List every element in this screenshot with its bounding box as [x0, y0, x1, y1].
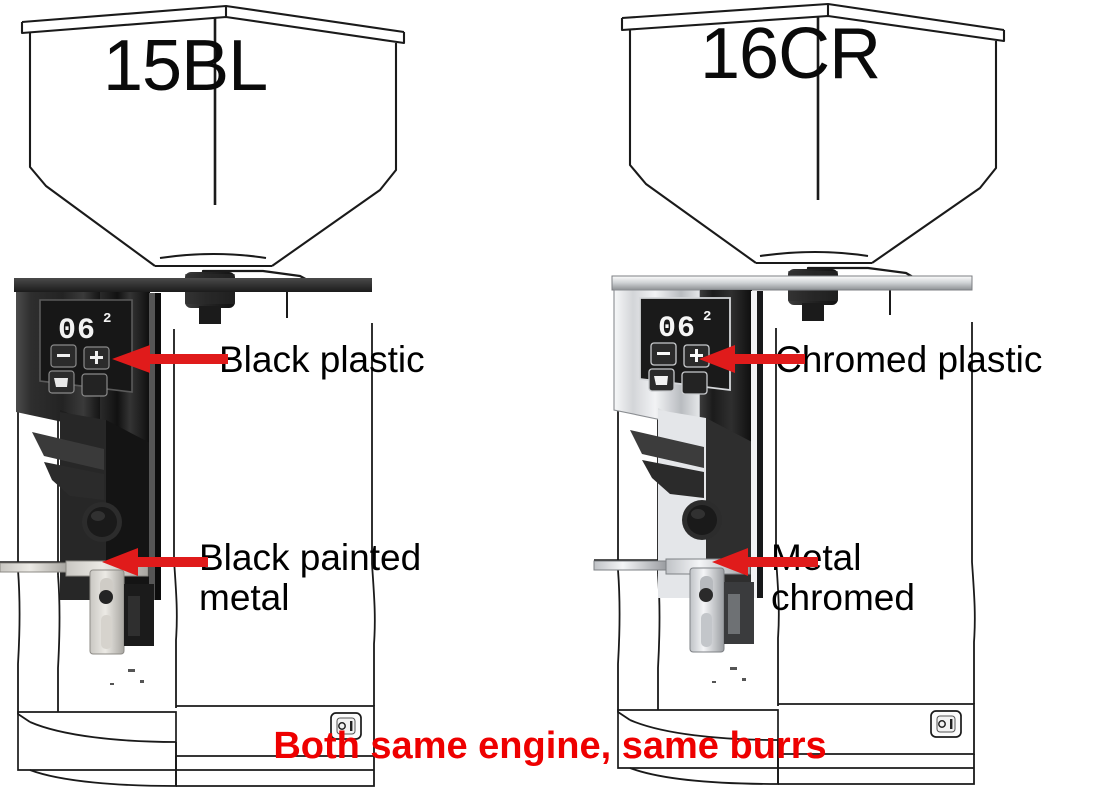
- footer-note: Both same engine, same burrs: [273, 725, 827, 767]
- callout-metal-chromed: Metal chromed: [771, 538, 915, 618]
- single-cup-button[interactable]: [648, 368, 675, 392]
- grind-time-decimal: 2: [703, 309, 711, 325]
- callout-arrow-black-plastic: [112, 345, 228, 373]
- grind-time-decimal: 2: [103, 311, 111, 327]
- double-cup-button[interactable]: [681, 371, 708, 395]
- power-switch[interactable]: [330, 712, 362, 740]
- base-engraving: [712, 667, 746, 683]
- plus-button[interactable]: [683, 344, 710, 368]
- double-cup-button[interactable]: [81, 373, 108, 397]
- grinder-body-outline: [0, 319, 376, 787]
- callout-black-painted-metal: Black painted metal: [199, 537, 422, 618]
- control-panel[interactable]: 06 2: [639, 297, 731, 395]
- power-switch[interactable]: [930, 710, 962, 738]
- grinder-illustration-15bl: 06 2: [0, 4, 406, 787]
- portafilter-fork: [0, 560, 154, 655]
- plus-button[interactable]: [83, 346, 110, 370]
- callout-black-plastic: Black plastic: [219, 339, 425, 380]
- single-cup-button[interactable]: [48, 370, 75, 394]
- minus-button[interactable]: [50, 344, 77, 368]
- callout-chromed-plastic: Chromed plastic: [775, 339, 1043, 380]
- base-engraving: [110, 669, 144, 685]
- callout-arrow-chromed-plastic: [699, 345, 805, 373]
- grinder-illustration-16cr: 06 2: [593, 2, 1006, 785]
- grind-time-readout: 06: [58, 314, 96, 348]
- control-panel[interactable]: 06 2: [39, 299, 133, 397]
- model-label-15bl: 15BL: [103, 26, 268, 106]
- start-button[interactable]: [682, 500, 722, 540]
- model-label-16cr: 16CR: [700, 14, 881, 94]
- display-housing-chromed: [611, 275, 973, 598]
- callout-arrow-black-metal: [102, 548, 208, 576]
- callout-arrow-metal-chromed: [712, 548, 818, 576]
- minus-button[interactable]: [650, 342, 677, 366]
- grind-time-readout: 06: [658, 312, 696, 346]
- bean-hopper-outline: [620, 2, 1006, 265]
- bean-hopper-outline: [20, 4, 406, 268]
- start-button[interactable]: [82, 502, 122, 542]
